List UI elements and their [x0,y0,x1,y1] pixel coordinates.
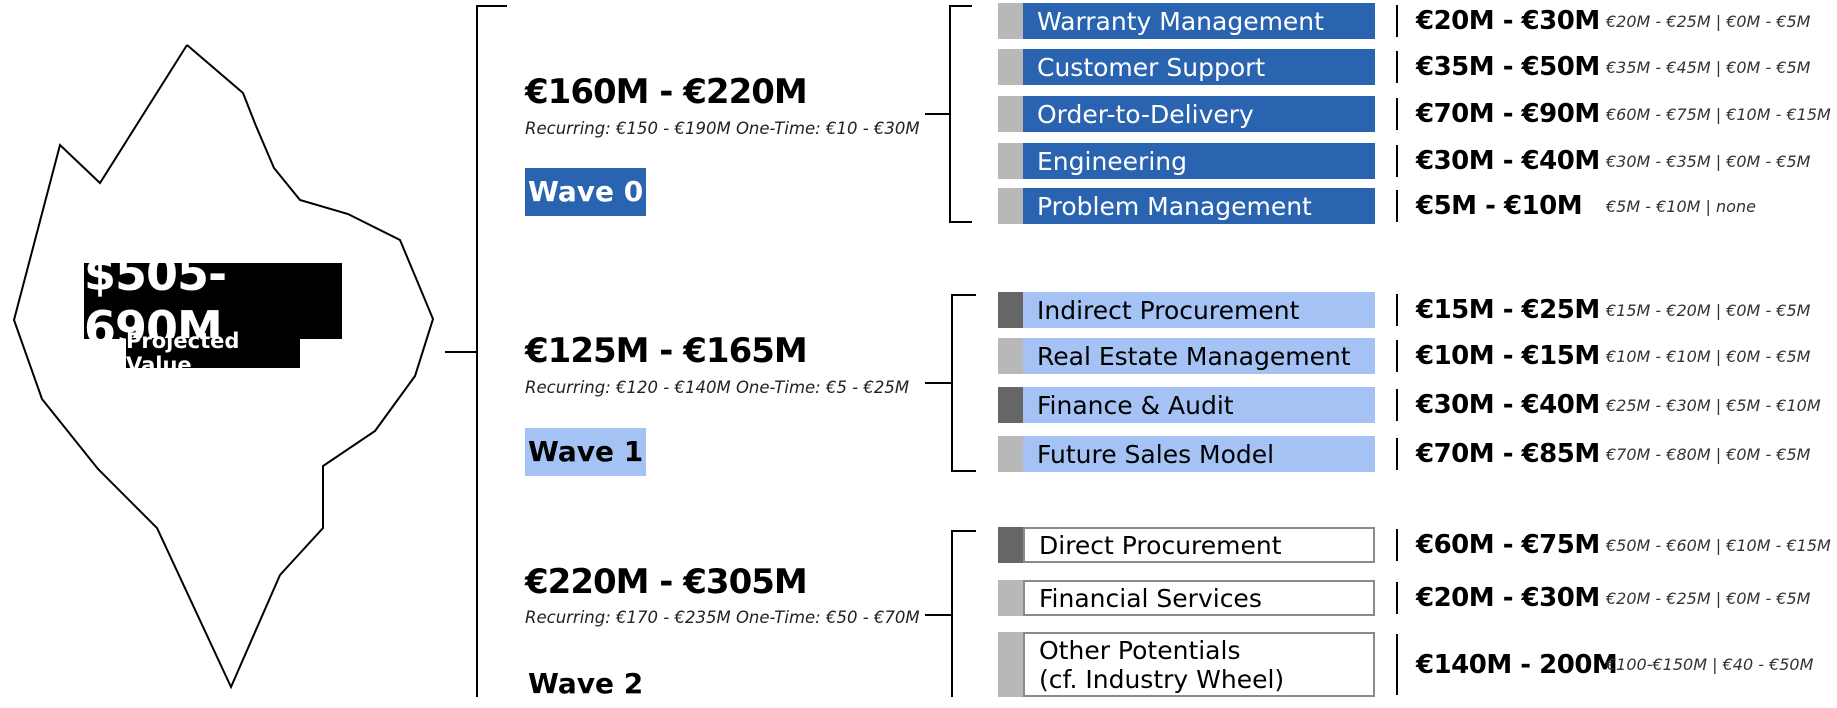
item-total: €35M - €50M [1416,52,1600,82]
item-label: Direct Procurement [1039,530,1282,560]
item-split: €30M - €35M | €0M - €5M [1606,151,1811,171]
separator [1396,582,1398,614]
item-label: Problem Management [1037,191,1312,221]
separator [1396,294,1398,326]
item-label: Order-to-Delivery [1037,99,1254,129]
item-bar: Customer Support [1023,49,1375,85]
wave-1-bracket [925,294,976,472]
item-total: €5M - €10M [1416,191,1583,221]
item-bar: Engineering [1023,143,1375,179]
item-total: €140M - 200M [1416,649,1618,680]
item-split: €100-€150M | €40 - €50M [1606,655,1814,674]
wave-1-badge: Wave 1 [525,428,647,476]
item-split: €20M - €25M | €0M - €5M [1606,11,1811,31]
wave-2-detail: Recurring: €170 - €235M One-Time: €50 - … [525,608,920,627]
separator [1396,389,1398,421]
separator [1396,634,1398,695]
separator [1396,5,1398,37]
item-label: Real Estate Management [1037,341,1351,371]
item-bar: Future Sales Model [1023,436,1375,472]
item-split: €35M - €45M | €0M - €5M [1606,57,1811,77]
item-label: Future Sales Model [1037,439,1275,469]
main-bracket [445,5,507,697]
item-split: €60M - €75M | €10M - €15M [1606,104,1831,124]
total-value: $505-690M [84,247,342,355]
wave-0-badge: Wave 0 [525,168,647,216]
item-label: Indirect Procurement [1037,295,1300,325]
wave-0-range: €160M - €220M [525,72,808,112]
item-split: €70M - €80M | €0M - €5M [1606,444,1811,464]
item-total: €60M - €75M [1416,530,1600,560]
item-stub [998,387,1023,423]
item-total: €20M - €30M [1416,6,1600,36]
item-stub [998,49,1023,85]
item-total: €30M - €40M [1416,390,1600,420]
item-split: €5M - €10M | none [1606,196,1756,216]
item-split: €15M - €20M | €0M - €5M [1606,300,1811,320]
separator [1396,529,1398,561]
item-stub [998,188,1023,224]
item-label: Customer Support [1037,52,1266,82]
item-stub [998,580,1023,616]
item-stub [998,436,1023,472]
item-stub [998,3,1023,39]
iceberg-outline [12,44,435,690]
item-bar: Finance & Audit [1023,387,1375,423]
separator [1396,98,1398,130]
item-split: €20M - €25M | €0M - €5M [1606,588,1811,608]
item-bar: Indirect Procurement [1023,292,1375,328]
item-label: Engineering [1037,146,1187,176]
item-bar: Warranty Management [1023,3,1375,39]
item-stub [998,96,1023,132]
item-total: €15M - €25M [1416,295,1600,325]
item-label: Other Potentials (cf. Industry Wheel) [1039,635,1285,694]
item-bar: Real Estate Management [1023,338,1375,374]
separator [1396,438,1398,470]
wave-1-range: €125M - €165M [525,331,808,371]
item-stub [998,632,1023,697]
item-total: €20M - €30M [1416,583,1600,613]
item-label: Warranty Management [1037,6,1324,36]
item-bar: Direct Procurement [1023,527,1375,563]
separator [1396,190,1398,222]
item-bar: Problem Management [1023,188,1375,224]
item-stub [998,527,1023,563]
wave-0-detail: Recurring: €150 - €190M One-Time: €10 - … [525,119,920,138]
wave-1-detail: Recurring: €120 - €140M One-Time: €5 - €… [525,378,910,397]
item-bar: Other Potentials (cf. Industry Wheel) [1023,632,1375,697]
wave-2-bracket [925,530,976,697]
item-stub [998,338,1023,374]
total-label: Projected Value [126,329,300,377]
item-bar: Financial Services [1023,580,1375,616]
item-split: €10M - €10M | €0M - €5M [1606,346,1811,366]
separator [1396,145,1398,177]
item-split: €25M - €30M | €5M - €10M [1606,395,1821,415]
item-total: €70M - €90M [1416,99,1600,129]
item-total: €10M - €15M [1416,341,1600,371]
item-stub [998,143,1023,179]
item-label: Financial Services [1039,583,1262,613]
wave-2-badge: Wave 2 [528,667,644,700]
item-stub [998,292,1023,328]
wave-0-bracket [925,5,972,223]
item-bar: Order-to-Delivery [1023,96,1375,132]
item-split: €50M - €60M | €10M - €15M [1606,535,1831,555]
item-label: Finance & Audit [1037,390,1234,420]
item-total: €30M - €40M [1416,146,1600,176]
item-total: €70M - €85M [1416,439,1600,469]
separator [1396,340,1398,372]
wave-2-range: €220M - €305M [525,562,808,602]
separator [1396,51,1398,83]
